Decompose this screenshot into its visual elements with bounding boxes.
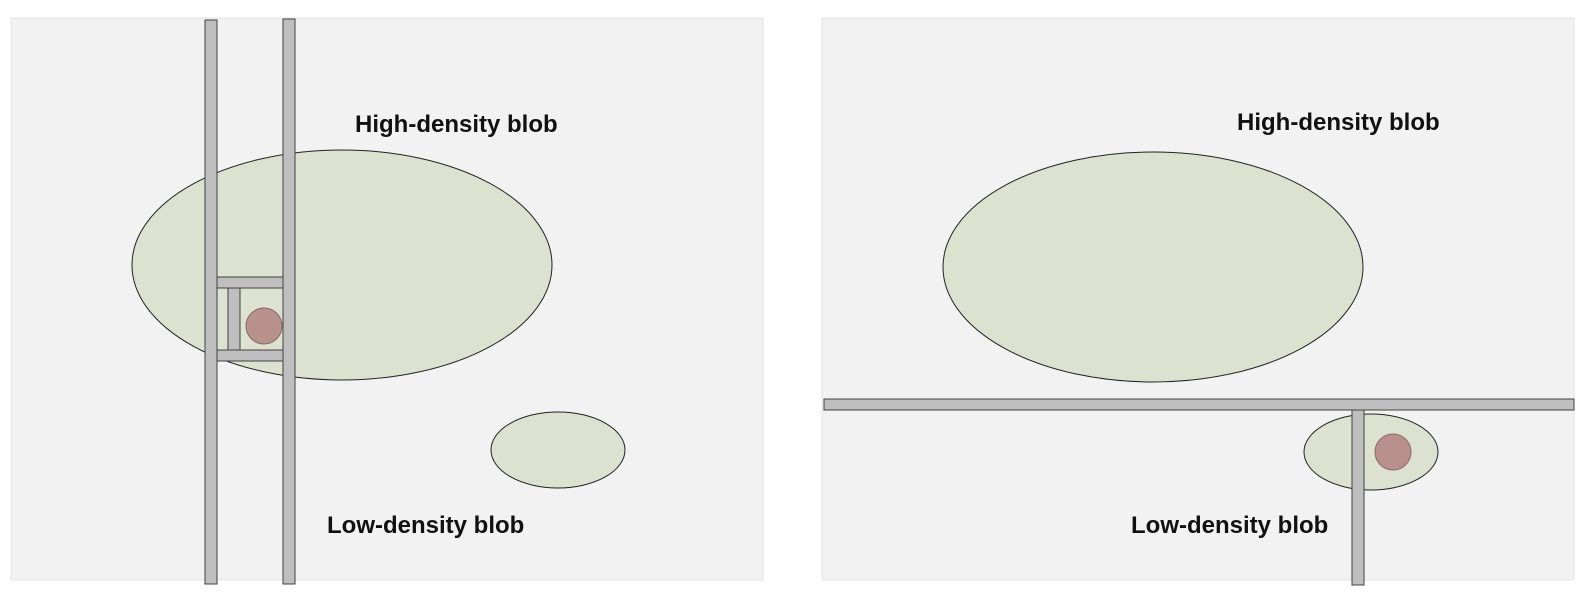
right-low-density-label: Low-density blob	[1131, 512, 1328, 539]
right-low-density-blob	[1303, 413, 1439, 491]
right-query-point	[1374, 433, 1412, 471]
left-low-density-label: Low-density blob	[327, 512, 524, 539]
right-horizontal-bar	[823, 398, 1575, 411]
left-vertical-bar-1	[204, 19, 218, 585]
left-horizontal-bar-upper	[216, 276, 284, 289]
left-inner-vertical-bar	[227, 287, 241, 351]
left-low-density-blob	[490, 411, 626, 489]
right-panel: High-density blob Low-density blob	[821, 17, 1575, 586]
right-high-density-label: High-density blob	[1237, 109, 1440, 136]
left-query-point	[245, 307, 283, 345]
left-high-density-label: High-density blob	[355, 111, 558, 138]
left-high-density-blob	[131, 149, 553, 381]
left-vertical-bar-2	[282, 18, 296, 585]
right-high-density-blob	[942, 151, 1364, 383]
right-vertical-bar	[1351, 409, 1365, 586]
left-horizontal-bar-lower	[216, 349, 284, 362]
left-panel: High-density blob Low-density blob	[10, 17, 764, 585]
